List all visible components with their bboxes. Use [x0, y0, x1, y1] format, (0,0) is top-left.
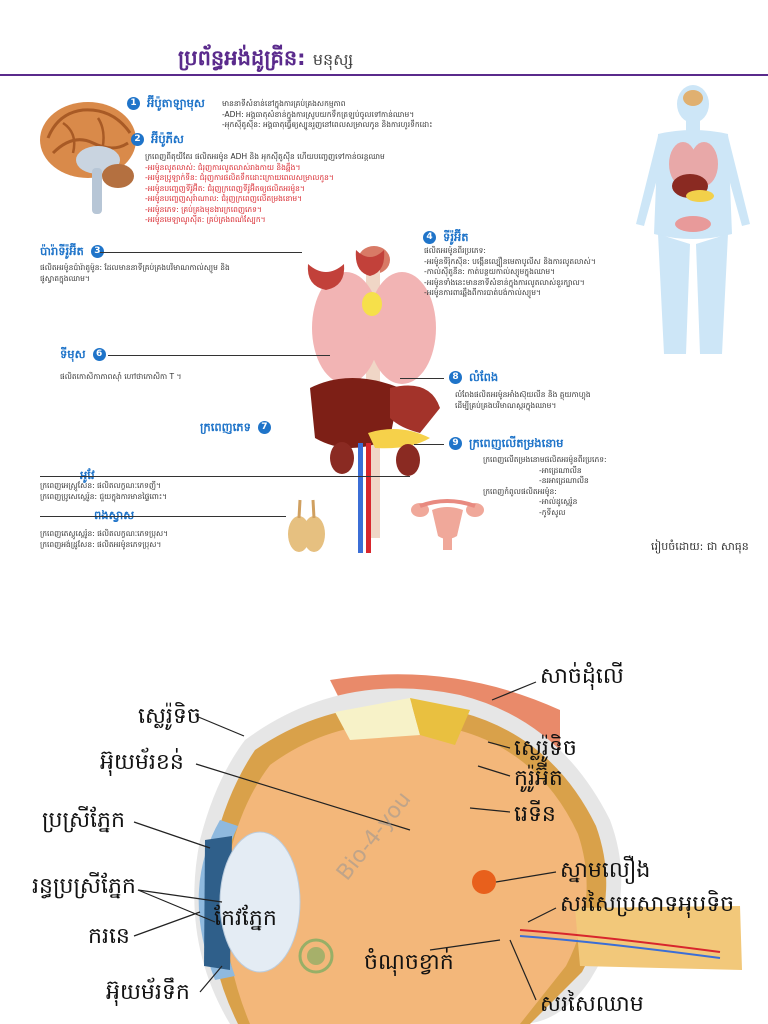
testis-heading: ពងស្វាស — [94, 508, 135, 522]
eye-label-pupil: រន្ធប្រស្រីភ្នែក — [32, 874, 136, 899]
eye-label-aqueous-humor: អ៊ុយម័រខន់ — [100, 750, 184, 775]
eye-cross-section-illustration — [194, 674, 742, 1024]
adrenal-text: ក្រពេញលើតម្រងនោមផលិតអរម៉ូនពីរប្រភេទ: -អា… — [483, 455, 607, 517]
gonads-heading: ក្រពេញភេទ 7 — [200, 420, 274, 437]
pancreas-leader — [400, 378, 444, 379]
thymus-heading: ទីមុស 6 — [60, 347, 109, 364]
eye-label-cornea: ករនេ — [88, 924, 130, 949]
thymus-leader — [108, 355, 330, 356]
thyroid-text: ផលិតអរម៉ូនពីរប្រភេទ: -អរម៉ូនទីរ៉ុកស៊ីន: … — [424, 246, 596, 297]
parathyroid-leader — [100, 252, 302, 253]
parathyroid-heading: ប៉ារ៉ាទីរ៉ូអ៊ីត 3 — [40, 244, 107, 261]
adrenal-leader — [414, 444, 444, 445]
parathyroid-illustration — [307, 264, 345, 290]
eye-label-blind-spot: ចំណុចខ្វាក់ — [364, 950, 454, 975]
eye-label-choroid: កូរ៉ូអ៊ីត — [514, 766, 563, 791]
title-rule — [0, 74, 768, 76]
eye-label-lens: កែវភ្នែក — [214, 906, 277, 931]
human-body-silhouette — [636, 85, 750, 354]
pancreas-heading: 8 លំពែង — [446, 370, 498, 387]
watermark-logo-icon — [298, 938, 334, 974]
pancreas-text: លំពែងផលិតអរម៉ូនអាំងស៊ុយលីន និង គ្លុយកាហ្… — [455, 390, 591, 410]
page-title: ប្រព័ន្ធអង់ដូគ្រីន: មនុស្ស — [178, 46, 354, 70]
eye-leader-lines — [133, 681, 557, 1001]
eye-label-sclera-right: ស្លេរ៉ូទិច — [514, 736, 577, 761]
eye-label-sclera-left: ស្លេរ៉ូទិច — [138, 704, 201, 729]
thyroid-illustration — [355, 250, 385, 276]
uterus-illustration — [411, 499, 484, 550]
adrenal-heading: 9 ក្រពេញលើតម្រងនោម — [446, 436, 563, 453]
thyroid-heading: 4 ទីរ៉ូអ៊ីត — [420, 230, 469, 247]
eye-label-iris: ប្រស្រីភ្នែក — [42, 808, 125, 833]
testis-leader — [40, 516, 286, 517]
pituitary-text: ក្រពេញពីតុយីតែរ ផលិតអរម៉ូន ADH និង អុកស៊… — [145, 152, 385, 224]
testis-illustration — [288, 499, 325, 552]
eye-label-muscle: សាច់ដុំលើ — [540, 664, 624, 689]
hypothalamus-heading: 1 អ៊ីប៉ូតាឡាមុស — [124, 96, 205, 113]
page-subtitle: មនុស្ស — [312, 50, 354, 69]
eye-label-fovea: ស្នាមលឿង — [560, 858, 651, 883]
testis-text: ក្រពេញតេស្តូស្តេរ៉ូន: ផលិតលក្ខណៈភេទប្រុស… — [40, 529, 169, 549]
credit-text: រៀបចំដោយ: ជា សាធុន — [651, 540, 749, 553]
eye-label-retina: រេទីន — [514, 802, 556, 827]
eye-label-optic-nerve: សរសៃប្រសាទអុបទិច — [560, 892, 735, 917]
hypothalamus-text: មាននាទីសំខាន់នៅក្នុងការគ្រប់គ្រងសកម្មភាព… — [222, 99, 433, 129]
ovary-leader — [40, 476, 410, 477]
ovary-text: ក្រពេញអេស្ត្រូសែន: ផលិតលក្ខណៈភេទញី។ ក្រព… — [40, 481, 168, 501]
eye-label-blood-vessel: សរសៃឈាម — [540, 992, 644, 1017]
brain-illustration — [40, 102, 136, 214]
thymus-text: ផលិតកោសិកាភាពស៊ាំ ហៅថាកោសិកា T ។ — [60, 372, 182, 381]
ovary-heading: អូវែ — [80, 468, 95, 482]
eye-label-vitreous: អ៊ុយម័រទឹក — [106, 980, 190, 1005]
pituitary-heading: 2 អ៊ីប៉ូភីស — [128, 132, 184, 149]
parathyroid-text: ផលិតអរម៉ូនប៉ារ៉ាតូម៉ូន: ដែលមាននាទីគ្រប់គ… — [40, 263, 230, 283]
